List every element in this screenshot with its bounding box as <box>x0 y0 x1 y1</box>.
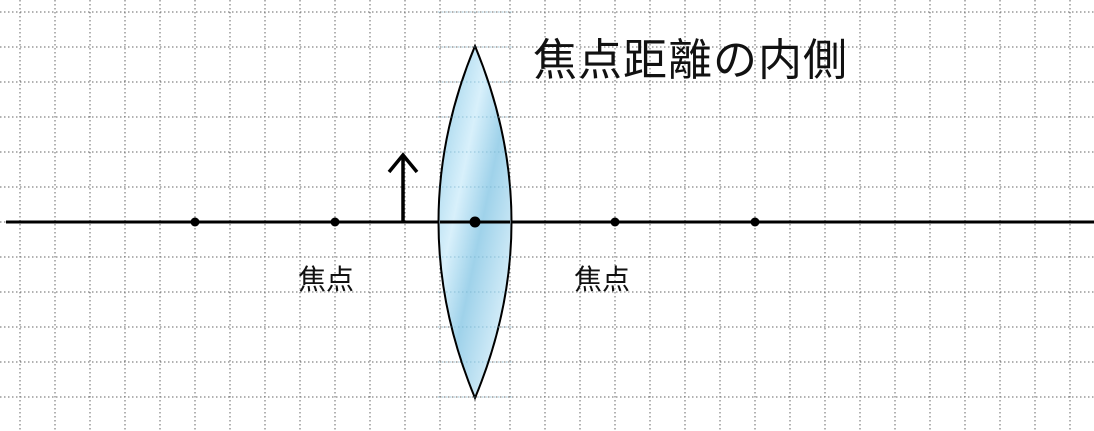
focal-point <box>330 217 340 227</box>
axis-points <box>190 216 760 228</box>
lens-grid-overlay <box>438 11 512 398</box>
lens-center-point <box>469 216 481 228</box>
focal-point-label-left: 焦点 <box>298 263 355 296</box>
diagram-title: 焦点距離の内側 <box>533 35 848 86</box>
focal-point <box>610 217 620 227</box>
double-focal-point <box>750 217 760 227</box>
double-focal-point <box>190 217 200 227</box>
object-arrow <box>387 152 419 222</box>
focal-point-label-right: 焦点 <box>574 263 631 296</box>
